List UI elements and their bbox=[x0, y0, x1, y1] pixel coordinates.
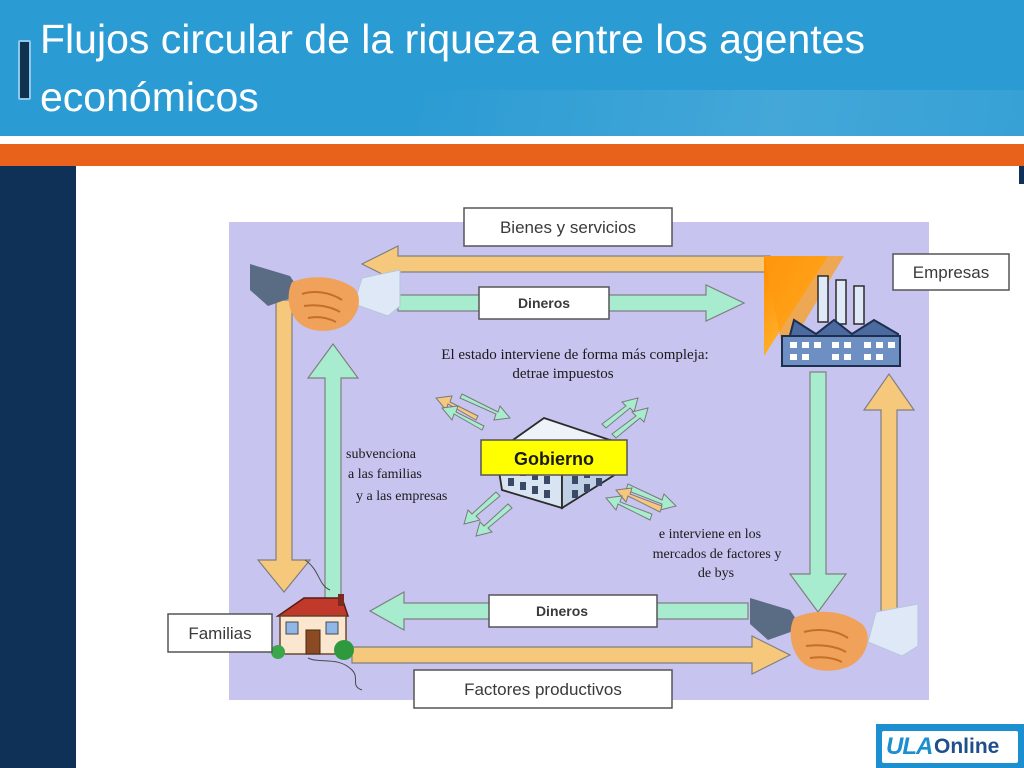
left-band-edge bbox=[76, 166, 84, 768]
goods-arrow-bottom bbox=[351, 635, 792, 675]
handshake-icon bbox=[750, 598, 919, 671]
interviene-line2: mercados de factores y bbox=[653, 547, 782, 562]
slide-title: Flujos circular de la riqueza entre los … bbox=[40, 16, 865, 120]
brand-online-text: Online bbox=[934, 735, 1000, 758]
handshake-icon bbox=[250, 264, 401, 331]
accent-stripe bbox=[0, 144, 1024, 166]
subvenciona-line1: subvenciona bbox=[346, 447, 417, 462]
interviene-line1: e interviene en los bbox=[659, 527, 761, 542]
gobierno-label: Gobierno bbox=[514, 449, 594, 469]
estado-note-line1: El estado interviene de forma más comple… bbox=[441, 347, 708, 363]
subvenciona-line2: a las familias bbox=[348, 467, 422, 482]
familias-box bbox=[167, 613, 273, 653]
right-edge-mark bbox=[1019, 166, 1024, 184]
money-arrow-right bbox=[788, 371, 848, 614]
empresas-box bbox=[892, 253, 1010, 291]
brand-ula-text: ULA bbox=[886, 733, 933, 760]
gov-arrows-upper-right bbox=[601, 397, 649, 439]
subvenciona-line3: y a las empresas bbox=[356, 489, 447, 504]
gov-arrows-lower-left bbox=[463, 491, 513, 537]
bienes-servicios-box bbox=[463, 207, 673, 247]
estado-note-line2: detrae impuestos bbox=[512, 366, 613, 382]
gov-arrows-upper-left bbox=[435, 393, 511, 431]
dineros-top-box bbox=[478, 286, 610, 320]
goods-arrow-right bbox=[862, 372, 916, 621]
brand-logo-plate bbox=[882, 731, 1018, 763]
money-arrow-left bbox=[306, 342, 360, 601]
dineros-top-label: Dineros bbox=[518, 295, 570, 311]
gobierno-box bbox=[480, 439, 628, 476]
factory-icon bbox=[764, 256, 902, 367]
dineros-bottom-box bbox=[488, 594, 658, 628]
gov-arrows-lower-right bbox=[605, 483, 677, 521]
house-icon bbox=[271, 594, 363, 691]
title-bar: Flujos circular de la riqueza entre los … bbox=[0, 0, 1024, 136]
connector-line bbox=[304, 559, 331, 591]
goods-arrow-top bbox=[360, 245, 771, 283]
empresas-label: Empresas bbox=[913, 263, 990, 282]
dineros-bottom-label: Dineros bbox=[536, 603, 588, 619]
familias-label: Familias bbox=[188, 624, 251, 643]
title-marker bbox=[18, 40, 31, 100]
title-bar-highlight bbox=[404, 90, 1024, 136]
goods-arrow-left bbox=[256, 299, 312, 593]
left-sidebar-band bbox=[0, 166, 76, 768]
interviene-line3: de bys bbox=[698, 566, 734, 581]
factores-label: Factores productivos bbox=[464, 680, 622, 699]
factores-box bbox=[413, 669, 673, 709]
bienes-servicios-label: Bienes y servicios bbox=[500, 218, 636, 237]
